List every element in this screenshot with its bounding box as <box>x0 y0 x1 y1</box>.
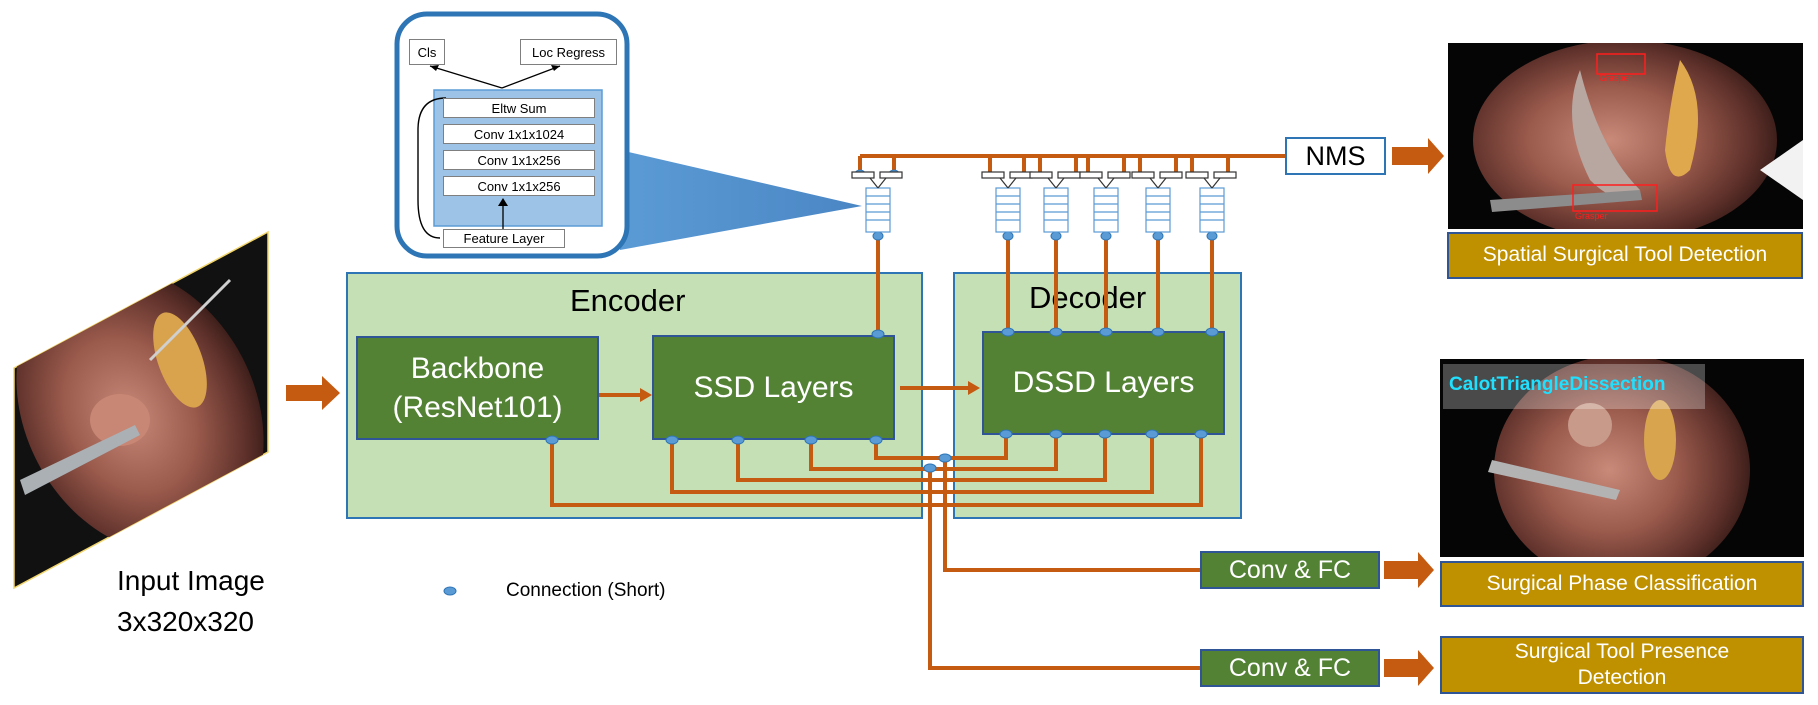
conv-fc-head-1: Conv & FC <box>1200 551 1380 589</box>
output-phase-label: Surgical Phase Classification <box>1486 571 1758 595</box>
conv-fc-head-2: Conv & FC <box>1200 649 1380 687</box>
nms-box: NMS <box>1285 137 1386 175</box>
ssd-layers-label: SSD Layers <box>693 370 854 404</box>
inset-layer-2: Conv 1x1x1024 <box>443 124 595 144</box>
backbone-label-line2: (ResNet101) <box>392 391 563 424</box>
detection-image <box>1448 43 1803 229</box>
inset-layer-1-label: Eltw Sum <box>491 100 547 116</box>
output-phase: Surgical Phase Classification <box>1440 561 1804 607</box>
conv-fc-1-label: Conv & FC <box>1228 555 1352 584</box>
input-arrow <box>286 376 340 410</box>
output-detection-label: Spatial Surgical Tool Detection <box>1482 243 1768 267</box>
dssd-layers-block: DSSD Layers <box>982 331 1225 435</box>
output-presence: Surgical Tool Presence Detection <box>1440 636 1804 694</box>
inset-loc-label: Loc Regress <box>532 44 605 60</box>
inset-layer-1: Eltw Sum <box>443 98 595 118</box>
input-image <box>13 230 269 590</box>
phase-overlay-text: CalotTriangleDissection <box>1449 374 1666 395</box>
output-detection: Spatial Surgical Tool Detection <box>1447 232 1803 279</box>
nms-label: NMS <box>1305 140 1366 171</box>
input-label-line1: Input Image <box>117 565 265 596</box>
inset-layer-3: Conv 1x1x256 <box>443 150 595 170</box>
detection-tag-2: Grasper <box>1575 211 1608 221</box>
inset-feature-label: Feature Layer <box>463 231 545 246</box>
inset-layer-4-label: Conv 1x1x256 <box>477 178 561 194</box>
backbone-block: Backbone (ResNet101) <box>356 336 599 440</box>
detection-tag-1: Grasper <box>1599 73 1632 83</box>
inset-feature-box: Feature Layer <box>443 229 565 248</box>
inset-layer-2-label: Conv 1x1x1024 <box>473 126 565 142</box>
phase-image <box>1440 359 1804 557</box>
conv-fc-2-label: Conv & FC <box>1228 653 1352 682</box>
inset-layer-3-label: Conv 1x1x256 <box>477 152 561 168</box>
dssd-layers-label: DSSD Layers <box>1012 366 1195 399</box>
inset-cls-box: Cls <box>409 39 445 65</box>
inset-layer-4: Conv 1x1x256 <box>443 176 595 196</box>
output-presence-label-line1: Surgical Tool Presence <box>1514 639 1730 663</box>
ssd-layers-block: SSD Layers <box>652 335 895 440</box>
inset-loc-box: Loc Regress <box>520 39 617 65</box>
legend-dot <box>443 586 457 596</box>
output-presence-label-line2: Detection <box>1577 666 1667 689</box>
prediction-modules <box>851 171 1237 233</box>
input-label-line2: 3x320x320 <box>117 606 255 637</box>
encoder-title: Encoder <box>570 283 686 318</box>
legend-label: Connection (Short) <box>506 580 666 601</box>
backbone-label-line1: Backbone <box>410 352 545 385</box>
decoder-title: Decoder <box>1029 280 1147 315</box>
inset-cls-label: Cls <box>417 44 437 60</box>
